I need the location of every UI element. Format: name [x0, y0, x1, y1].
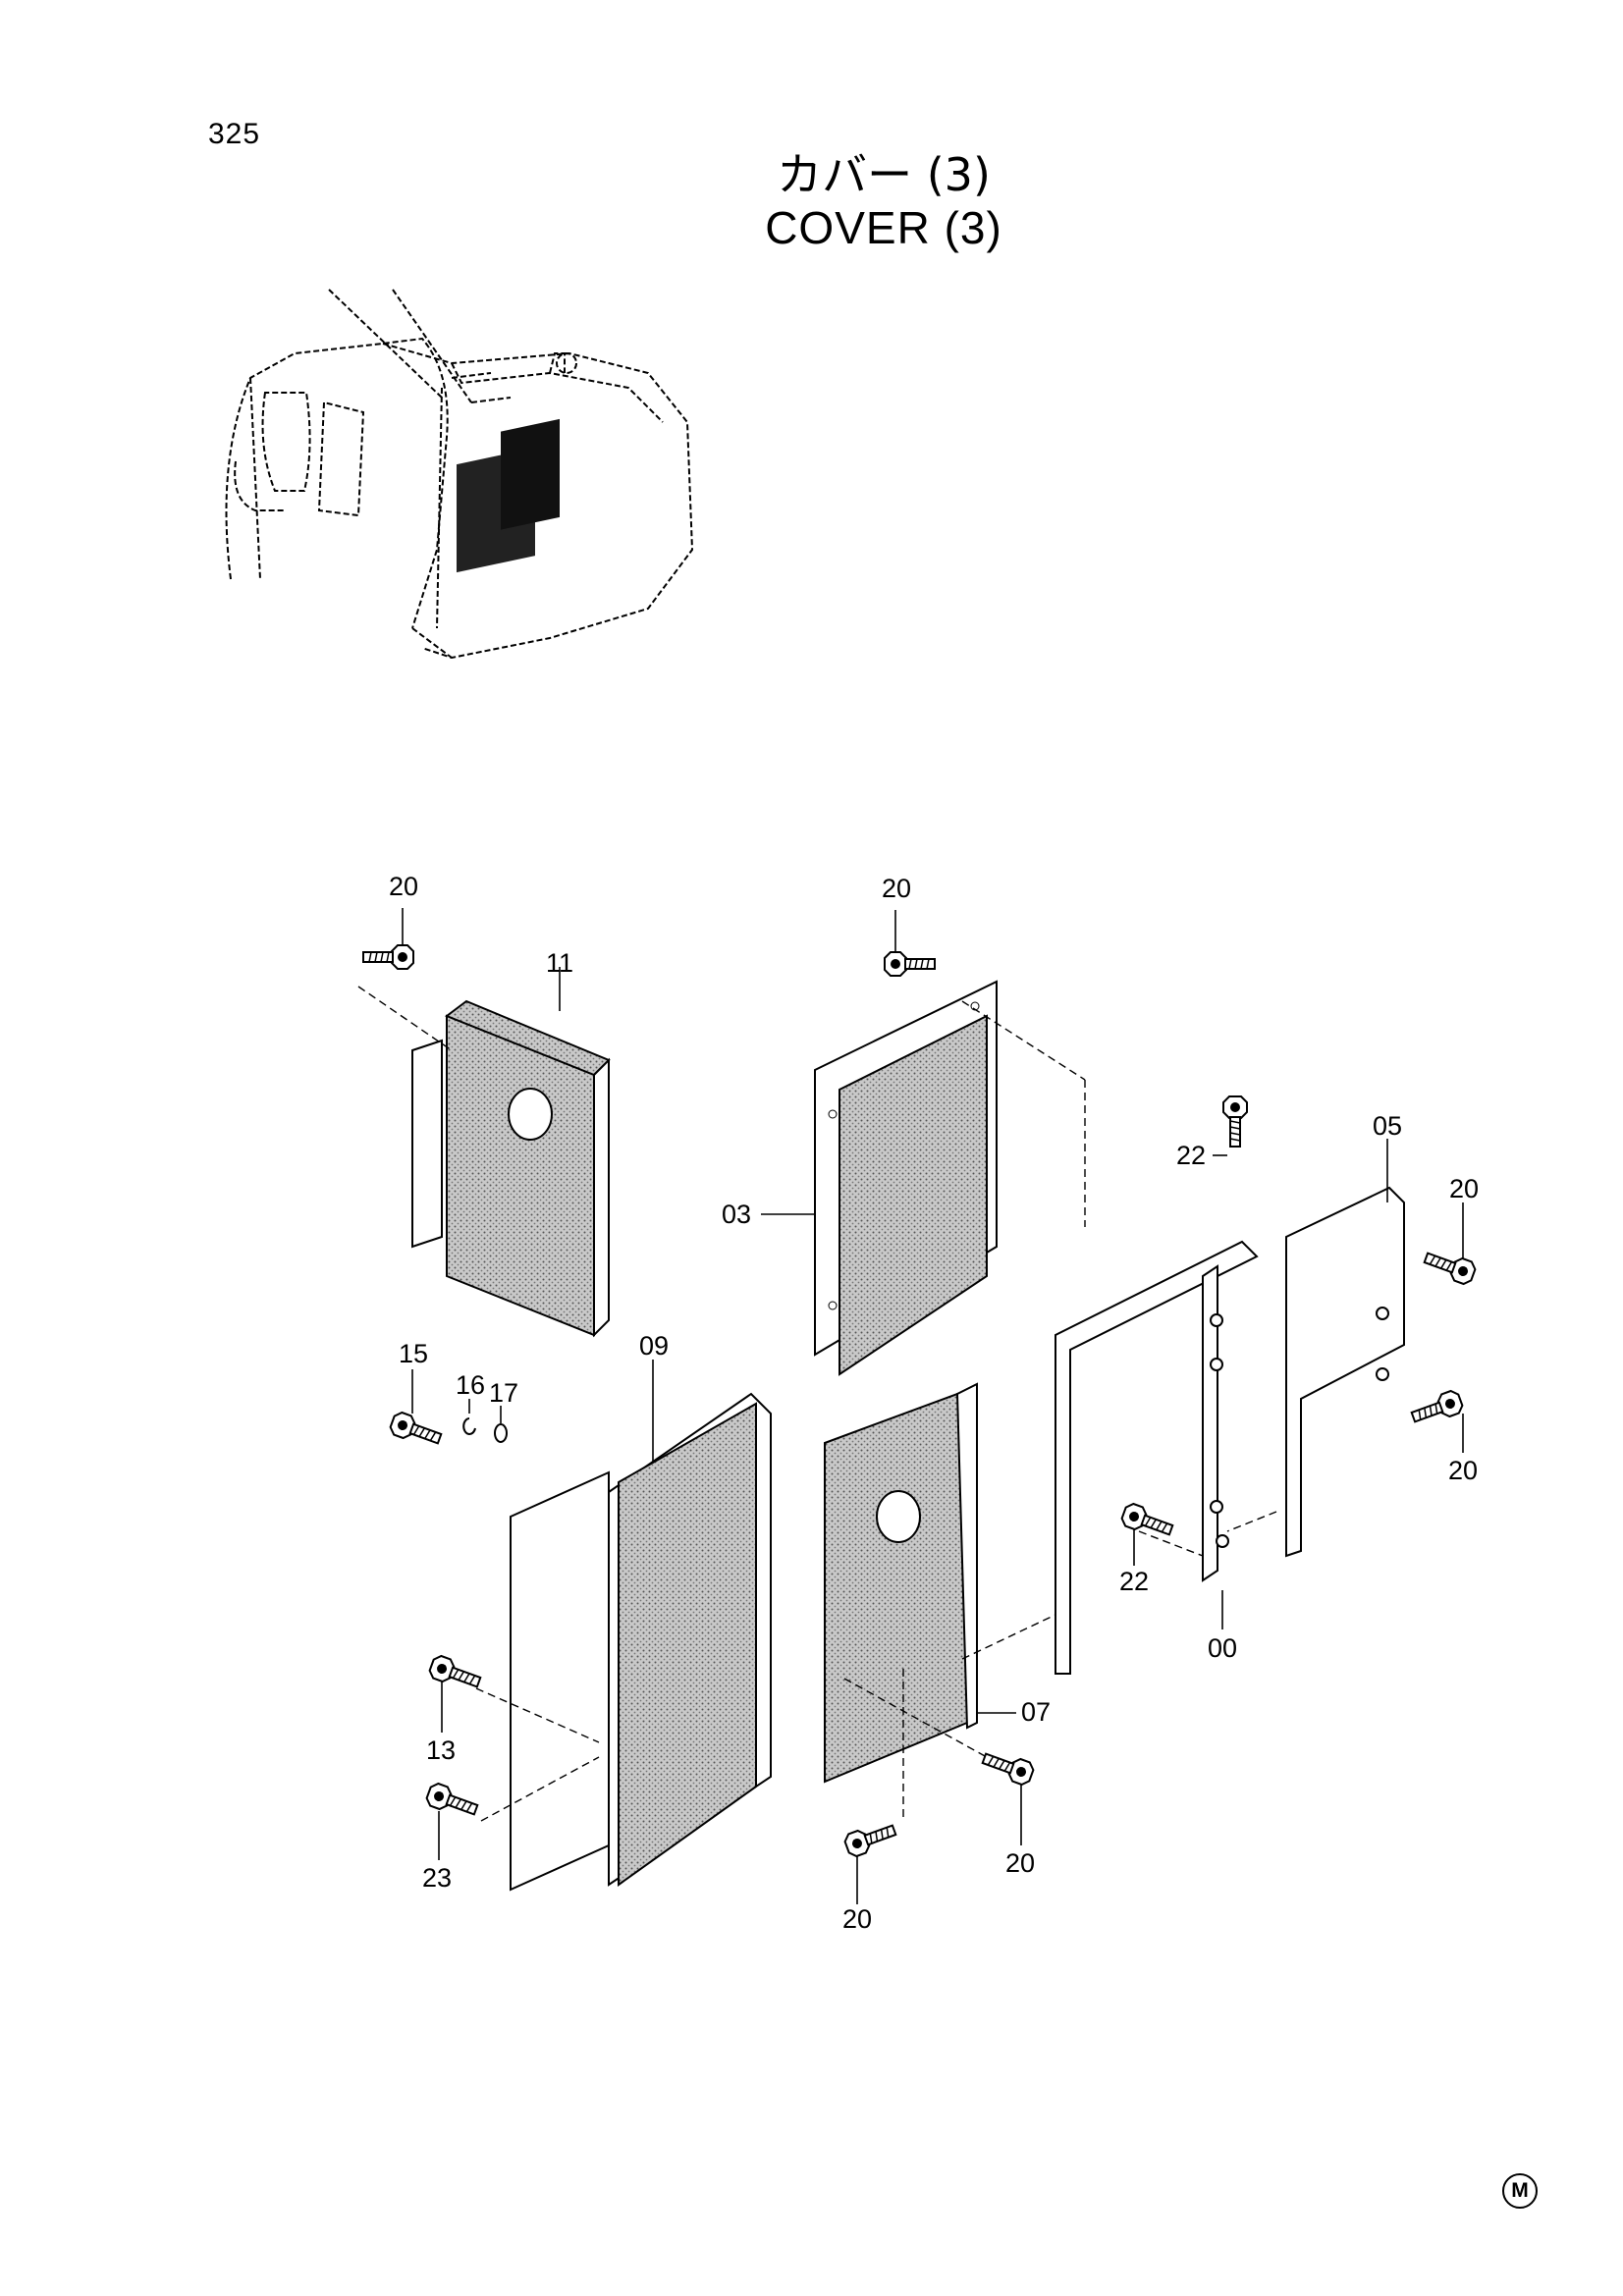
- title-english: COVER (3): [765, 202, 1002, 253]
- dash-lines: [357, 986, 1277, 1822]
- callout-15: 15: [399, 1339, 428, 1368]
- callout-07: 07: [1021, 1697, 1051, 1727]
- part-09-cover-panel: [510, 1392, 772, 1892]
- callout-13: 13: [426, 1735, 456, 1765]
- callout-22-bottom: 22: [1119, 1567, 1149, 1596]
- page-number: 325: [208, 118, 261, 150]
- callout-20-top-center: 20: [882, 874, 911, 903]
- callout-09: 09: [639, 1331, 669, 1361]
- callout-20-top-left: 20: [389, 872, 418, 901]
- corner-mark-circled-m: M: [1502, 2173, 1538, 2209]
- part-05-bracket: [1285, 1186, 1405, 1558]
- part-11-side-cover: [411, 999, 611, 1338]
- callout-20-right-bottom: 20: [1448, 1456, 1478, 1485]
- callout-17: 17: [489, 1378, 518, 1408]
- callout-00: 00: [1208, 1633, 1237, 1663]
- part-03-cover-plate: [814, 980, 998, 1376]
- washers: [462, 1417, 508, 1443]
- title-japanese: カバー (3): [777, 148, 991, 201]
- leader-lines: [402, 908, 1464, 1904]
- machine-overview-illustration: [225, 289, 694, 660]
- part-00-bracket: [1055, 1240, 1259, 1675]
- highlighted-cover-location: [457, 418, 560, 573]
- callout-20-bottom-right: 20: [1005, 1848, 1035, 1878]
- callout-22-top: 22: [1176, 1141, 1206, 1170]
- callout-20-bottom-center: 20: [842, 1904, 872, 1934]
- callout-23: 23: [422, 1863, 452, 1893]
- callout-05: 05: [1373, 1111, 1402, 1141]
- callout-20-right-top: 20: [1449, 1174, 1479, 1203]
- callout-03: 03: [722, 1200, 751, 1229]
- callout-11: 11: [546, 948, 573, 978]
- part-07-cover-panel: [824, 1382, 978, 1784]
- callout-16: 16: [456, 1370, 485, 1400]
